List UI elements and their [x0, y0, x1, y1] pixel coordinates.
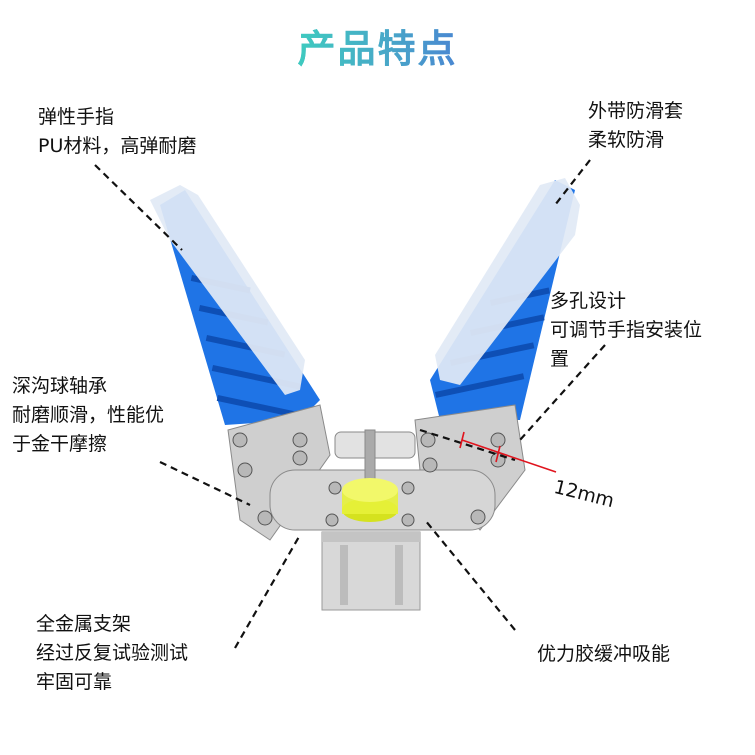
left-finger [150, 185, 320, 425]
left-anti-slip-pad [150, 185, 305, 395]
label-metal-frame: 全金属支架经过反复试验测试牢固可靠 [36, 613, 189, 693]
label-anti-slip-cover: 外带防滑套柔软防滑 [588, 100, 684, 151]
bearing-bolts [232, 432, 506, 527]
right-finger [430, 178, 580, 420]
air-cylinder [321, 531, 421, 611]
label-buffer: 优力胶缓冲吸能 [537, 643, 671, 665]
polyurethane-buffer [342, 478, 398, 522]
right-anti-slip-pad [435, 178, 580, 385]
label-bearing: 深沟球轴承耐磨顺滑，性能优于金干摩擦 [12, 375, 165, 455]
dimension-12mm [459, 431, 557, 473]
label-multi-hole: 多孔设计可调节手指安装位置 [550, 290, 703, 370]
callout-lines [94, 159, 606, 649]
page-title: 产品特点 [0, 18, 755, 73]
